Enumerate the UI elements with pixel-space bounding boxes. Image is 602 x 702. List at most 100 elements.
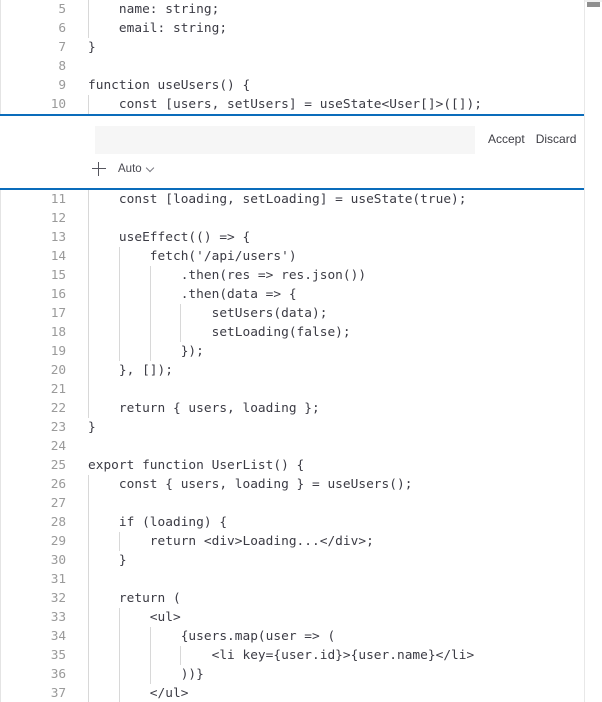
code-line-text: const [loading, setLoading] = useState(t… — [88, 192, 467, 207]
add-context-icon[interactable] — [91, 161, 107, 177]
line-number: 19 — [50, 344, 66, 359]
code-line[interactable]: 6 email: string; — [0, 19, 585, 38]
code-line[interactable]: 22 return { users, loading }; — [0, 399, 585, 418]
code-line-text: if (loading) { — [88, 515, 228, 530]
code-line[interactable]: 20 }, []); — [0, 361, 585, 380]
line-number: 22 — [50, 401, 66, 416]
code-line[interactable]: 24 — [0, 437, 585, 456]
indent-guide — [88, 570, 89, 589]
code-line-text: </ul> — [88, 686, 189, 701]
code-line-text: return <div>Loading...</div>; — [88, 534, 374, 549]
code-line[interactable]: 17 setUsers(data); — [0, 304, 585, 323]
code-line[interactable]: 12 — [0, 209, 585, 228]
line-number: 30 — [50, 553, 66, 568]
code-line[interactable]: 16 .then(data => { — [0, 285, 585, 304]
code-line-text: ))} — [88, 667, 204, 682]
line-number: 28 — [50, 515, 66, 530]
mode-picker[interactable]: Auto — [118, 160, 155, 178]
line-number: 7 — [58, 40, 66, 55]
line-number: 24 — [50, 439, 66, 454]
editor-left-border — [0, 0, 1, 702]
code-line[interactable]: 27 — [0, 494, 585, 513]
code-line-text: }, []); — [88, 363, 173, 378]
code-line[interactable]: 36 ))} — [0, 665, 585, 684]
line-number: 10 — [50, 97, 66, 112]
line-number: 8 — [58, 59, 66, 74]
indent-guide — [88, 380, 89, 399]
scrollbar-top-shade — [585, 0, 602, 2]
code-line[interactable]: 13 useEffect(() => { — [0, 228, 585, 247]
code-line[interactable]: 31 — [0, 570, 585, 589]
code-line[interactable]: 23} — [0, 418, 585, 437]
code-lines-below-widget: 11 const [loading, setLoading] = useStat… — [0, 190, 585, 702]
code-line-text: } — [88, 40, 96, 55]
code-line-text: .then(data => { — [88, 287, 297, 302]
line-number: 16 — [50, 287, 66, 302]
code-line[interactable]: 29 return <div>Loading...</div>; — [0, 532, 585, 551]
code-line[interactable]: 35 <li key={user.id}>{user.name}</li> — [0, 646, 585, 665]
line-number: 12 — [50, 211, 66, 226]
line-number: 32 — [50, 591, 66, 606]
line-number: 21 — [50, 382, 66, 397]
code-line-text: } — [88, 553, 127, 568]
code-line[interactable]: 19 }); — [0, 342, 585, 361]
code-line[interactable]: 34 {users.map(user => ( — [0, 627, 585, 646]
code-line-text: const { users, loading } = useUsers(); — [88, 477, 413, 492]
line-number: 37 — [50, 686, 66, 701]
code-line[interactable]: 10 const [users, setUsers] = useState<Us… — [0, 95, 585, 114]
code-line[interactable]: 28 if (loading) { — [0, 513, 585, 532]
code-line-text: email: string; — [88, 21, 228, 36]
indent-guide — [88, 494, 89, 513]
code-line[interactable]: 14 fetch('/api/users') — [0, 247, 585, 266]
code-line[interactable]: 30 } — [0, 551, 585, 570]
line-number: 20 — [50, 363, 66, 378]
mode-picker-label: Auto — [118, 163, 142, 175]
code-line[interactable]: 11 const [loading, setLoading] = useStat… — [0, 190, 585, 209]
indent-guide — [88, 209, 89, 228]
line-number: 5 — [58, 2, 66, 17]
line-number: 18 — [50, 325, 66, 340]
line-number: 33 — [50, 610, 66, 625]
code-line-text: fetch('/api/users') — [88, 249, 297, 264]
line-number: 17 — [50, 306, 66, 321]
code-line-text: export function UserList() { — [88, 458, 305, 473]
line-number: 26 — [50, 477, 66, 492]
code-line[interactable]: 33 <ul> — [0, 608, 585, 627]
code-line-text: useEffect(() => { — [88, 230, 251, 245]
line-number: 36 — [50, 667, 66, 682]
line-number: 35 — [50, 648, 66, 663]
code-line[interactable]: 21 — [0, 380, 585, 399]
code-line[interactable]: 26 const { users, loading } = useUsers()… — [0, 475, 585, 494]
code-line-text: {users.map(user => ( — [88, 629, 336, 644]
code-line-text: return { users, loading }; — [88, 401, 320, 416]
code-line[interactable]: 37 </ul> — [0, 684, 585, 702]
line-number: 13 — [50, 230, 66, 245]
inline-prompt-input[interactable] — [95, 126, 475, 154]
code-line[interactable]: 7} — [0, 38, 585, 57]
code-line[interactable]: 32 return ( — [0, 589, 585, 608]
code-line-text: <ul> — [88, 610, 181, 625]
line-number: 34 — [50, 629, 66, 644]
scrollbar-thumb[interactable] — [587, 2, 600, 7]
code-line[interactable]: 18 setLoading(false); — [0, 323, 585, 342]
code-line[interactable]: 15 .then(res => res.json()) — [0, 266, 585, 285]
code-line-text: }); — [88, 344, 204, 359]
code-line-text: setUsers(data); — [88, 306, 328, 321]
code-line[interactable]: 5 name: string; — [0, 0, 585, 19]
code-line-text: function useUsers() { — [88, 78, 251, 93]
line-number: 9 — [58, 78, 66, 93]
line-number: 15 — [50, 268, 66, 283]
chevron-down-icon — [146, 164, 155, 173]
code-line[interactable]: 9 function useUsers() { — [0, 76, 585, 95]
accept-button[interactable]: Accept — [488, 132, 525, 146]
discard-button[interactable]: Discard — [535, 132, 577, 146]
code-line[interactable]: 8 — [0, 57, 585, 76]
vertical-scrollbar[interactable] — [584, 0, 602, 702]
code-line-text: name: string; — [88, 2, 220, 17]
line-number: 31 — [50, 572, 66, 587]
line-number: 11 — [50, 192, 66, 207]
